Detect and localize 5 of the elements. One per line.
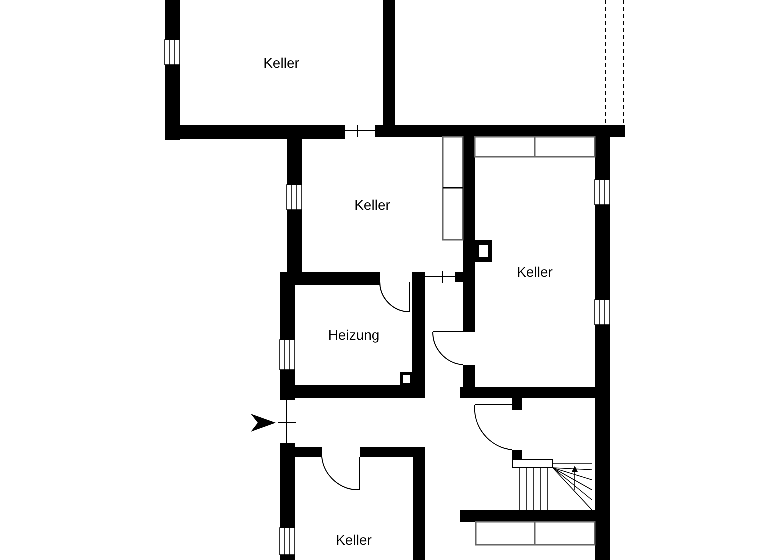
- room-label: Heizung: [328, 327, 380, 343]
- room-label: Keller: [264, 54, 300, 70]
- room-label: Keller: [336, 532, 372, 548]
- room-label: Keller: [354, 196, 390, 212]
- room-label: Keller: [517, 264, 553, 280]
